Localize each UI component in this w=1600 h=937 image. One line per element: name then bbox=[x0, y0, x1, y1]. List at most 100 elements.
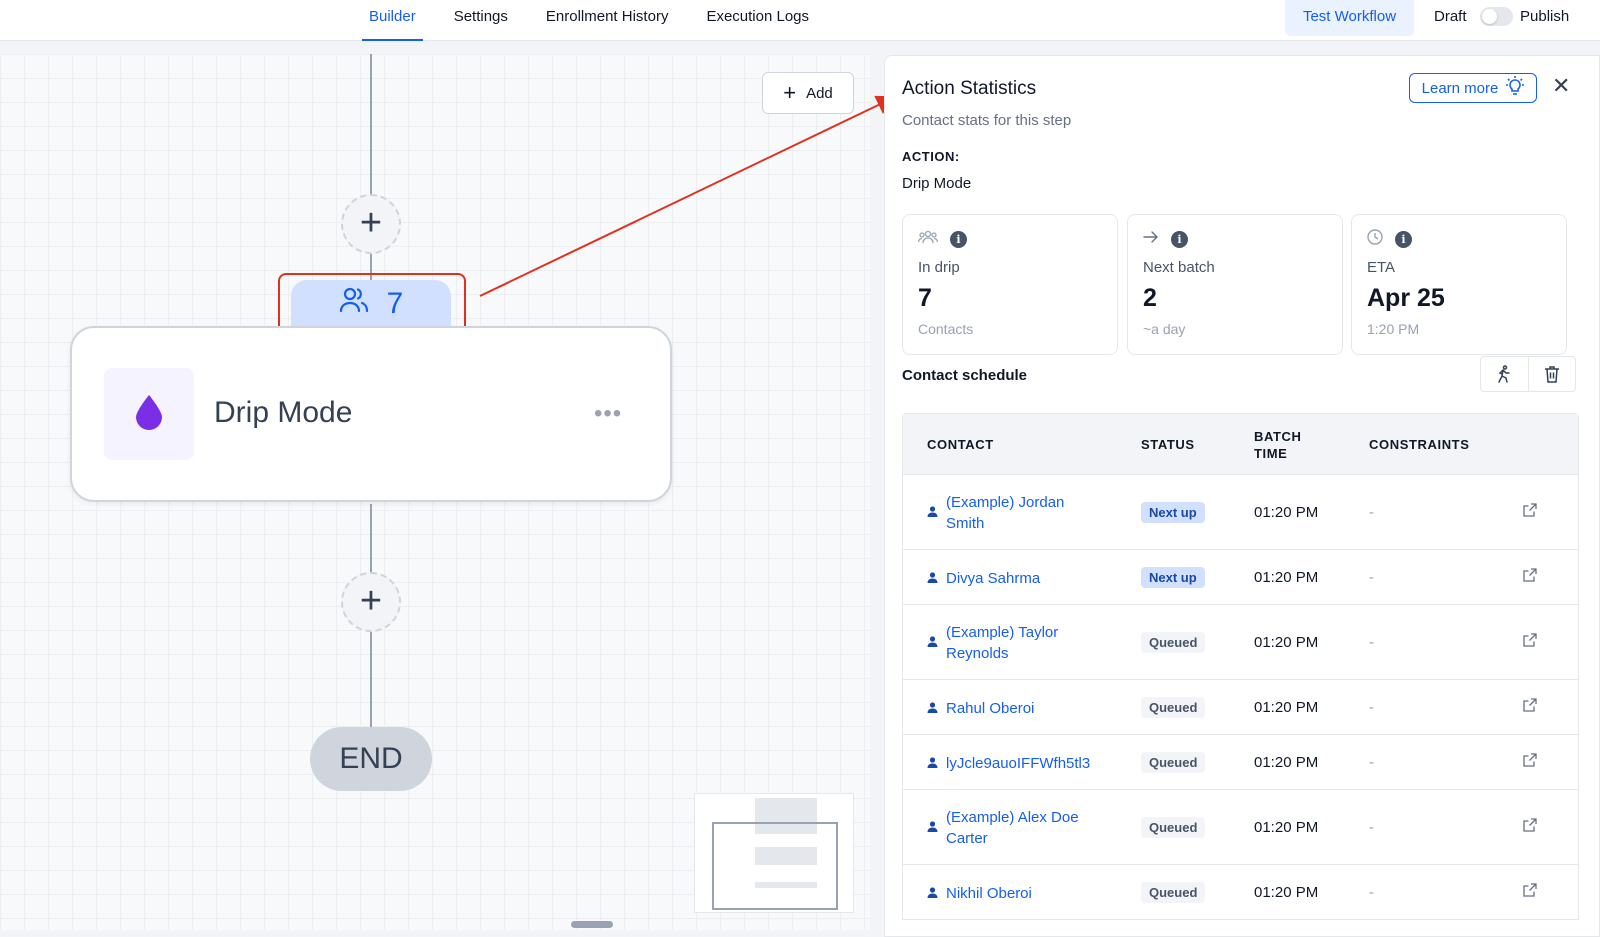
tab-execution-logs[interactable]: Execution Logs bbox=[706, 8, 810, 25]
batch-time: 01:20 PM bbox=[1254, 818, 1319, 836]
panel-title: Action Statistics bbox=[902, 78, 1037, 99]
contact-name[interactable]: Nikhil Oberoi bbox=[946, 884, 1032, 902]
contact-count: 7 bbox=[386, 287, 404, 320]
trash-icon[interactable] bbox=[1527, 357, 1576, 391]
add-button[interactable]: + Add bbox=[762, 72, 854, 114]
schedule-title: Contact schedule bbox=[902, 367, 1028, 384]
run-now-icon[interactable] bbox=[1481, 357, 1528, 391]
table-row: Nikhil Oberoi Queued 01:20 PM - bbox=[903, 864, 1578, 919]
canvas-scroll-handle[interactable] bbox=[571, 921, 613, 928]
end-node: END bbox=[310, 727, 432, 791]
external-link-icon[interactable] bbox=[1523, 817, 1537, 836]
minimap-block bbox=[755, 882, 817, 888]
plus-icon: + bbox=[783, 80, 797, 105]
batch-time: 01:20 PM bbox=[1254, 753, 1319, 771]
contact-name[interactable]: lyJcle9auoIFFWfh5tl3 bbox=[946, 754, 1091, 772]
person-icon bbox=[927, 570, 938, 587]
more-options-icon[interactable]: ••• bbox=[594, 400, 623, 427]
constraints-value: - bbox=[1369, 503, 1374, 521]
tab-enrollment-history[interactable]: Enrollment History bbox=[545, 8, 669, 25]
connector-line bbox=[370, 504, 372, 584]
contact-cell[interactable]: Nikhil Oberoi bbox=[927, 883, 1032, 904]
learn-more-label: Learn more bbox=[1421, 79, 1499, 97]
contact-cell[interactable]: Rahul Oberoi bbox=[927, 698, 1034, 719]
table-row: Divya Sahrma Next up 01:20 PM - bbox=[903, 549, 1578, 604]
stat-foot: Contacts bbox=[918, 321, 974, 337]
action-value: Drip Mode bbox=[902, 175, 972, 192]
status-badge: Queued bbox=[1141, 881, 1206, 903]
contact-name[interactable]: Divya Sahrma bbox=[946, 569, 1041, 587]
person-icon bbox=[927, 700, 938, 717]
lightbulb-icon bbox=[1506, 76, 1525, 100]
person-icon bbox=[927, 755, 938, 772]
users-icon bbox=[339, 286, 369, 322]
info-icon[interactable]: i bbox=[1171, 230, 1188, 248]
constraints-value: - bbox=[1369, 568, 1374, 586]
contact-cell[interactable]: lyJcle9auoIFFWfh5tl3 bbox=[927, 753, 1090, 774]
external-link-icon[interactable] bbox=[1523, 502, 1537, 521]
tab-builder[interactable]: Builder bbox=[350, 0, 435, 41]
publish-toggle[interactable] bbox=[1480, 7, 1513, 26]
minimap-viewport[interactable] bbox=[712, 822, 838, 910]
contact-name[interactable]: Rahul Oberoi bbox=[946, 699, 1035, 717]
external-link-icon[interactable] bbox=[1523, 567, 1537, 586]
batch-time: 01:20 PM bbox=[1254, 568, 1319, 586]
drip-icon-tile bbox=[104, 368, 194, 460]
stat-label: Next batch bbox=[1143, 259, 1215, 276]
person-icon bbox=[927, 634, 938, 651]
minimap-block bbox=[755, 798, 817, 834]
publish-label: Publish bbox=[1520, 8, 1570, 25]
external-link-icon[interactable] bbox=[1523, 882, 1537, 901]
minimap[interactable] bbox=[694, 793, 854, 913]
status-badge: Queued bbox=[1141, 751, 1206, 773]
batch-time: 01:20 PM bbox=[1254, 698, 1319, 716]
external-link-icon[interactable] bbox=[1523, 632, 1537, 651]
drip-mode-node[interactable]: Drip Mode ••• bbox=[70, 326, 672, 502]
table-row: Rahul Oberoi Queued 01:20 PM - bbox=[903, 679, 1578, 734]
constraints-value: - bbox=[1369, 753, 1374, 771]
contact-count-pill[interactable]: 7 bbox=[291, 280, 451, 328]
table-row: lyJcle9auoIFFWfh5tl3 Queued 01:20 PM - bbox=[903, 734, 1578, 789]
column-header-status: STATUS bbox=[1141, 437, 1195, 452]
external-link-icon[interactable] bbox=[1523, 697, 1537, 716]
person-icon bbox=[927, 504, 938, 521]
constraints-value: - bbox=[1369, 883, 1374, 901]
column-header-constraints: CONSTRAINTS bbox=[1369, 437, 1470, 452]
person-icon bbox=[927, 885, 938, 902]
stat-label: In drip bbox=[918, 259, 960, 276]
test-workflow-button[interactable]: Test Workflow bbox=[1285, 0, 1414, 36]
close-icon[interactable]: ✕ bbox=[1552, 73, 1571, 98]
action-statistics-panel: Action Statistics Contact stats for this… bbox=[884, 55, 1600, 937]
action-label: ACTION: bbox=[902, 149, 960, 164]
contact-schedule-table: CONTACT STATUS BATCH TIME CONSTRAINTS (E… bbox=[902, 413, 1579, 920]
stat-eta: i ETA Apr 25 1:20 PM bbox=[1351, 214, 1567, 355]
stat-value: 7 bbox=[918, 284, 932, 312]
users-icon bbox=[917, 230, 939, 249]
connector-line bbox=[370, 632, 372, 728]
add-step-button[interactable]: + bbox=[341, 194, 401, 254]
batch-time: 01:20 PM bbox=[1254, 633, 1319, 651]
column-header-batch: BATCH bbox=[1254, 429, 1302, 444]
workflow-canvas[interactable]: + 7 Drip Mode ••• + END + Add bbox=[0, 54, 870, 930]
person-icon bbox=[927, 819, 938, 836]
info-icon[interactable]: i bbox=[1395, 230, 1412, 248]
panel-subtitle: Contact stats for this step bbox=[902, 112, 1072, 129]
node-title: Drip Mode bbox=[214, 396, 353, 429]
constraints-value: - bbox=[1369, 698, 1374, 716]
external-link-icon[interactable] bbox=[1523, 752, 1537, 771]
learn-more-button[interactable]: Learn more bbox=[1409, 73, 1537, 103]
info-icon[interactable]: i bbox=[950, 230, 967, 248]
add-button-label: Add bbox=[806, 84, 833, 102]
tab-settings[interactable]: Settings bbox=[453, 8, 508, 25]
status-badge: Queued bbox=[1141, 696, 1206, 718]
add-step-button[interactable]: + bbox=[341, 572, 401, 632]
contact-cell[interactable]: Divya Sahrma bbox=[927, 568, 1040, 589]
